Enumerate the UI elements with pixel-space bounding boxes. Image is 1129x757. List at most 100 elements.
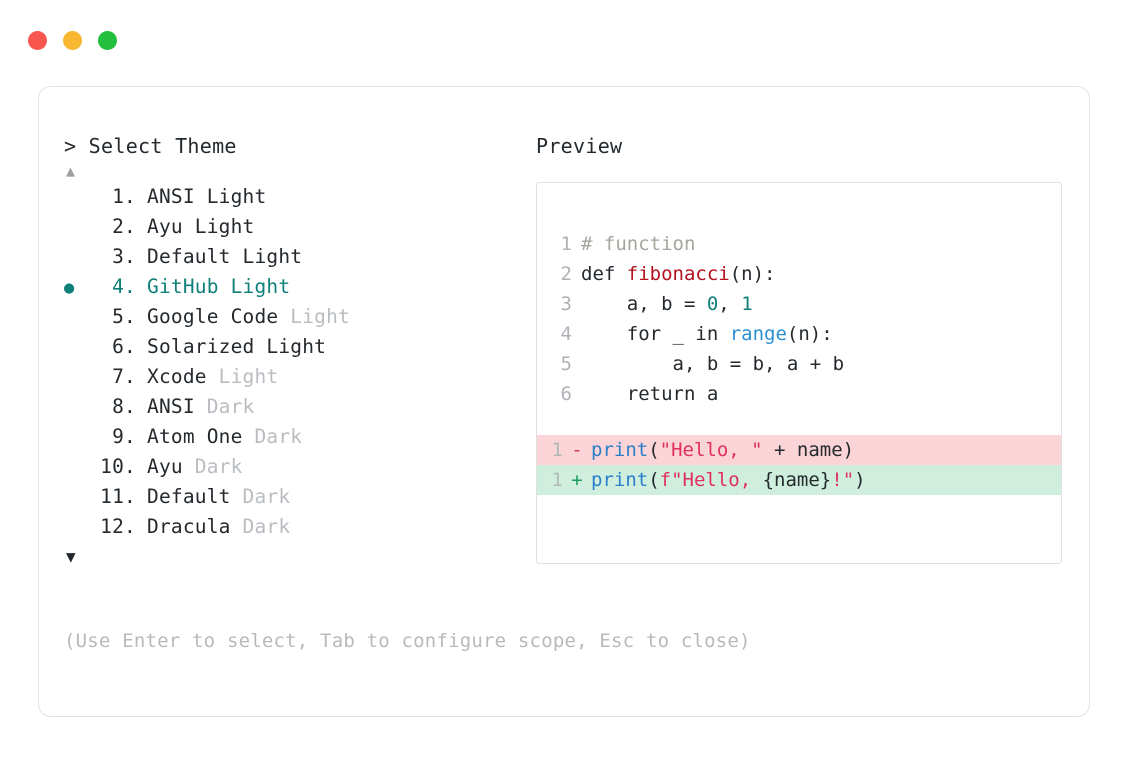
preview-label: Preview xyxy=(536,134,623,158)
code-line-content: def fibonacci(n): xyxy=(581,259,775,289)
theme-item-label: Dracula Dark xyxy=(147,515,291,538)
theme-list-item[interactable]: 10.Ayu Dark xyxy=(64,452,534,482)
code-token: {name} xyxy=(762,469,832,491)
code-token: "Hello, " xyxy=(659,439,763,461)
theme-item-number: 5. xyxy=(100,305,136,328)
selected-bullet-icon xyxy=(64,453,92,483)
theme-item-label: Solarized Light xyxy=(147,335,327,358)
diff-line-removed: 1-print("Hello, " + name) xyxy=(537,435,1061,465)
code-line: 1 # function xyxy=(537,229,1061,259)
theme-item-number: 3. xyxy=(100,245,136,268)
theme-list: 1. ANSI Light 2. Ayu Light 3.Default Light… xyxy=(64,182,534,542)
selected-bullet-icon xyxy=(64,423,92,453)
keyboard-hint: (Use Enter to select, Tab to configure s… xyxy=(64,630,751,652)
code-token: , xyxy=(718,293,742,315)
code-token: # function xyxy=(581,233,696,255)
minimize-dot[interactable] xyxy=(63,31,82,50)
code-token: (n): xyxy=(786,323,833,345)
theme-selector-card: > Select Theme ▲ 1. ANSI Light 2. Ayu Ligh… xyxy=(38,86,1090,717)
code-token: ( xyxy=(648,439,660,461)
theme-list-item[interactable]: 6.Solarized Light xyxy=(64,332,534,362)
theme-item-number: 12. xyxy=(100,515,136,538)
theme-list-item[interactable]: 9. Atom One Dark xyxy=(64,422,534,452)
theme-item-variant-tag: Dark xyxy=(206,395,255,418)
theme-item-label: Google Code Light xyxy=(147,305,350,328)
selected-bullet-icon xyxy=(64,363,92,393)
line-number: 5 xyxy=(560,353,572,375)
close-dot[interactable] xyxy=(28,31,47,50)
theme-list-item[interactable]: 1. ANSI Light xyxy=(64,182,534,212)
code-token: print xyxy=(591,469,649,491)
selected-bullet-icon xyxy=(64,483,92,513)
code-line-content: # function xyxy=(581,229,695,259)
theme-item-label: Ayu Light xyxy=(147,215,255,238)
code-line: 2 def fibonacci(n): xyxy=(537,259,1061,289)
theme-list-item[interactable]: ● 4. GitHub Light xyxy=(64,272,534,302)
selected-bullet-icon xyxy=(64,303,92,333)
theme-item-number: 1. xyxy=(100,185,136,208)
code-line-content: a, b = b, a + b xyxy=(581,349,845,379)
theme-item-number: 7. xyxy=(100,365,136,388)
maximize-dot[interactable] xyxy=(98,31,117,50)
code-line-content: for _ in range(n): xyxy=(581,319,833,349)
selected-bullet-icon xyxy=(64,333,92,363)
diff-line-number: 1 xyxy=(551,469,563,491)
theme-item-label: ANSI Dark xyxy=(147,395,255,418)
theme-item-number: 8. xyxy=(100,395,136,418)
theme-item-number: 2. xyxy=(100,215,136,238)
theme-item-variant-tag: Dark xyxy=(242,515,291,538)
page-title: > Select Theme xyxy=(64,134,237,158)
selected-bullet-icon xyxy=(64,513,92,543)
theme-item-label: ANSI Light xyxy=(147,185,267,208)
code-line-content: a, b = 0, 1 xyxy=(581,289,753,319)
theme-item-variant-tag: Dark xyxy=(242,485,291,508)
code-token: def xyxy=(581,263,627,285)
theme-item-variant-tag: Dark xyxy=(194,455,243,478)
theme-list-item[interactable]: 2. Ayu Light xyxy=(64,212,534,242)
selected-bullet-icon xyxy=(64,393,92,423)
scroll-up-icon[interactable]: ▲ xyxy=(66,162,76,180)
theme-list-item[interactable]: 8. ANSI Dark xyxy=(64,392,534,422)
line-number: 2 xyxy=(560,263,572,285)
theme-list-item[interactable]: 7.Xcode Light xyxy=(64,362,534,392)
window-traffic-lights xyxy=(28,31,117,50)
code-line: 3 a, b = 0, 1 xyxy=(537,289,1061,319)
diff-line-number: 1 xyxy=(551,439,563,461)
line-number: 4 xyxy=(560,323,572,345)
theme-list-item[interactable]: 5. Google Code Light xyxy=(64,302,534,332)
theme-item-variant-tag: Light xyxy=(290,305,350,328)
code-token: !" xyxy=(831,469,855,491)
theme-item-label: Atom One Dark xyxy=(147,425,303,448)
code-token: fibonacci xyxy=(626,263,730,285)
selected-bullet-icon xyxy=(64,183,92,213)
selected-bullet-icon: ● xyxy=(64,278,75,298)
code-token: ( xyxy=(648,469,660,491)
scroll-down-icon[interactable]: ▼ xyxy=(66,547,76,566)
code-token: a, b = b, a + b xyxy=(581,353,845,375)
theme-item-number: 10. xyxy=(100,455,136,478)
theme-item-number: 9. xyxy=(100,425,136,448)
code-line-content: return a xyxy=(581,379,719,409)
line-number: 1 xyxy=(560,233,572,255)
theme-item-number: 4. xyxy=(100,275,136,298)
diff-marker-icon: + xyxy=(571,469,583,491)
theme-list-item[interactable]: 12. Dracula Dark xyxy=(64,512,534,542)
code-token: for _ in xyxy=(581,323,730,345)
code-token: f"Hello, xyxy=(659,469,763,491)
code-spacer xyxy=(537,409,1061,435)
code-line: 5 a, b = b, a + b xyxy=(537,349,1061,379)
code-token: 0 xyxy=(706,293,719,315)
line-number: 3 xyxy=(560,293,572,315)
code-token: + name) xyxy=(762,439,855,461)
code-token: a, b = xyxy=(581,293,707,315)
line-number: 6 xyxy=(560,383,572,405)
code-line: 6 return a xyxy=(537,379,1061,409)
code-token: (n): xyxy=(729,263,776,285)
selected-bullet-icon xyxy=(64,243,92,273)
theme-item-label: GitHub Light xyxy=(147,275,291,298)
theme-list-item[interactable]: 3.Default Light xyxy=(64,242,534,272)
theme-list-item[interactable]: 11.Default Dark xyxy=(64,482,534,512)
selected-bullet-icon xyxy=(64,213,92,243)
